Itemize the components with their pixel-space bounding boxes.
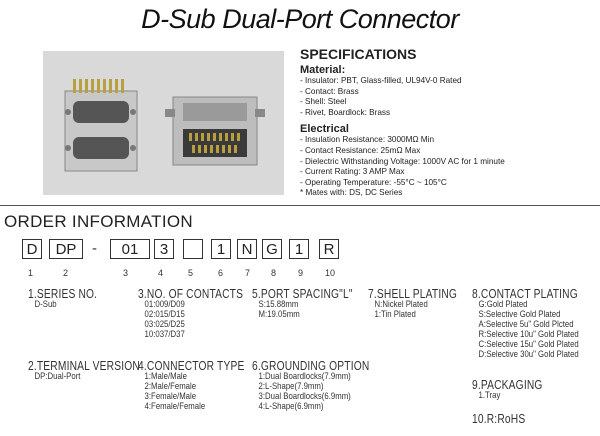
connector-image [43,51,284,195]
category-heading: 5.PORT SPACING"L" [252,287,353,301]
category-option: 2:L-Shape(7.9mm) [258,381,324,392]
spec-item: * Mates with: DS, DC Series [300,188,403,198]
code-box: 01 [110,239,150,259]
spec-item: - Contact: Brass [300,86,359,96]
category-option: 1:Tin Plated [374,309,416,320]
category-option: G:Gold Plated [478,299,528,310]
position-number: 1 [28,268,34,278]
spec-item: - Insulation Resistance: 3000MΩ Min [300,135,434,145]
series-block: 1.SERIES NO. D-Sub [28,287,98,310]
spec-item: - Operating Temperature: -55°C ~ 105°C [300,177,447,187]
category-option: 1.Tray [478,390,501,401]
position-number: 2 [63,268,69,278]
contacts-block: 3.NO. OF CONTACTS 01:009/D09 02:015/D15 … [138,287,244,340]
category-option: 1:Male/Male [144,371,187,382]
spec-item: - Contact Resistance: 25mΩ Max [300,145,421,155]
grounding-block: 6.GROUNDING OPTION 1:Dual Boardlocks(7.9… [252,359,370,412]
category-heading: 6.GROUNDING OPTION [252,359,370,373]
spec-item: - Shell: Steel [300,97,347,107]
category-option: 02:015/D15 [144,309,185,320]
code-box: 3 [154,239,174,259]
position-number: 9 [298,268,304,278]
code-box: D [22,239,42,259]
port-spacing-block: 5.PORT SPACING"L" S:15.88mm M:19.05mm [252,287,353,320]
shell-plating-block: 7.SHELL PLATING N:Nickel Plated 1:Tin Pl… [368,287,458,320]
electrical-list: - Insulation Resistance: 3000MΩ Min - Co… [300,135,595,199]
category-option: 4:Female/Female [144,401,206,412]
left-connector-shape [64,79,138,172]
product-photo [43,51,284,195]
order-information-title: ORDER INFORMATION [4,212,193,231]
code-box: 1 [211,239,231,259]
specifications-panel: SPECIFICATIONS Material: - Insulator: PB… [300,46,595,199]
position-number: 8 [271,268,277,278]
category-option: 3:Female/Male [144,391,197,402]
category-option: 01:009/D09 [144,299,185,310]
position-number: 4 [158,268,164,278]
packaging-block: 9.PACKAGING 1.Tray [472,378,543,401]
category-heading: 7.SHELL PLATING [368,287,458,301]
contact-plating-block: 8.CONTACT PLATING G:Gold Plated S:Select… [472,287,579,360]
category-heading: 10.R:RoHS [472,412,526,426]
electrical-heading: Electrical [300,123,349,136]
position-number: 6 [218,268,224,278]
category-option: R:Selective 10u" Gold Plated [478,329,579,340]
spec-item: - Rivet, Boardlock: Brass [300,107,391,117]
category-heading: 3.NO. OF CONTACTS [138,287,244,301]
category-option: S:Selective Gold Plated [478,309,561,320]
position-number: 5 [188,268,194,278]
specifications-heading: SPECIFICATIONS [300,46,417,62]
code-box: G [262,239,282,259]
code-box: DP [49,239,83,259]
category-heading: 2.TERMINAL VERSION [28,359,140,373]
position-number: 10 [325,268,336,278]
code-box: 1 [289,239,309,259]
category-option: 10:037/D37 [144,329,185,340]
position-number: 3 [123,268,129,278]
category-option: 4:L-Shape(6.9mm) [258,401,324,412]
section-divider [0,205,600,206]
category-option: 2:Male/Female [144,381,197,392]
category-option: M:19.05mm [258,309,300,320]
code-box: R [319,239,339,259]
category-option: 1:Dual Boardlocks(7.9mm) [258,371,351,382]
category-option: C:Selective 15u" Gold Plated [478,339,579,350]
category-heading: 8.CONTACT PLATING [472,287,578,301]
category-option: DP:Dual-Port [34,371,81,382]
spec-item: - Insulator: PBT, Glass-filled, UL94V-0 … [300,76,462,85]
category-option: D-Sub [34,299,57,310]
spec-item: - Current Rating: 3 AMP Max [300,167,405,177]
spec-item: - Dielectric Withstanding Voltage: 1000V… [300,156,505,166]
rohs-block: 10.R:RoHS [472,412,526,426]
category-heading: 4.CONNECTOR TYPE [138,359,245,373]
position-number: 7 [245,268,251,278]
material-list: - Insulator: PBT, Glass-filled, UL94V-0 … [300,76,595,118]
category-option: 03:025/D25 [144,319,185,330]
right-connector-shape [165,96,265,166]
terminal-block: 2.TERMINAL VERSION DP:Dual-Port [28,359,140,382]
category-option: A:Selective 5u" Gold Plcted [478,319,574,330]
page-title: D-Sub Dual-Port Connector [141,4,459,34]
category-option: 3:Dual Boardlocks(6.9mm) [258,391,351,402]
category-option: N:Nickel Plated [374,299,428,310]
code-dash: - [92,240,97,257]
category-heading: 1.SERIES NO. [28,287,98,301]
connector-type-block: 4.CONNECTOR TYPE 1:Male/Male 2:Male/Fema… [138,359,245,412]
code-box: N [237,239,257,259]
code-box [183,239,203,259]
material-heading: Material: [300,64,346,76]
category-heading: 9.PACKAGING [472,378,543,392]
category-option: D:Selective 30u" Gold Plated [478,349,579,360]
category-option: S:15.88mm [258,299,299,310]
